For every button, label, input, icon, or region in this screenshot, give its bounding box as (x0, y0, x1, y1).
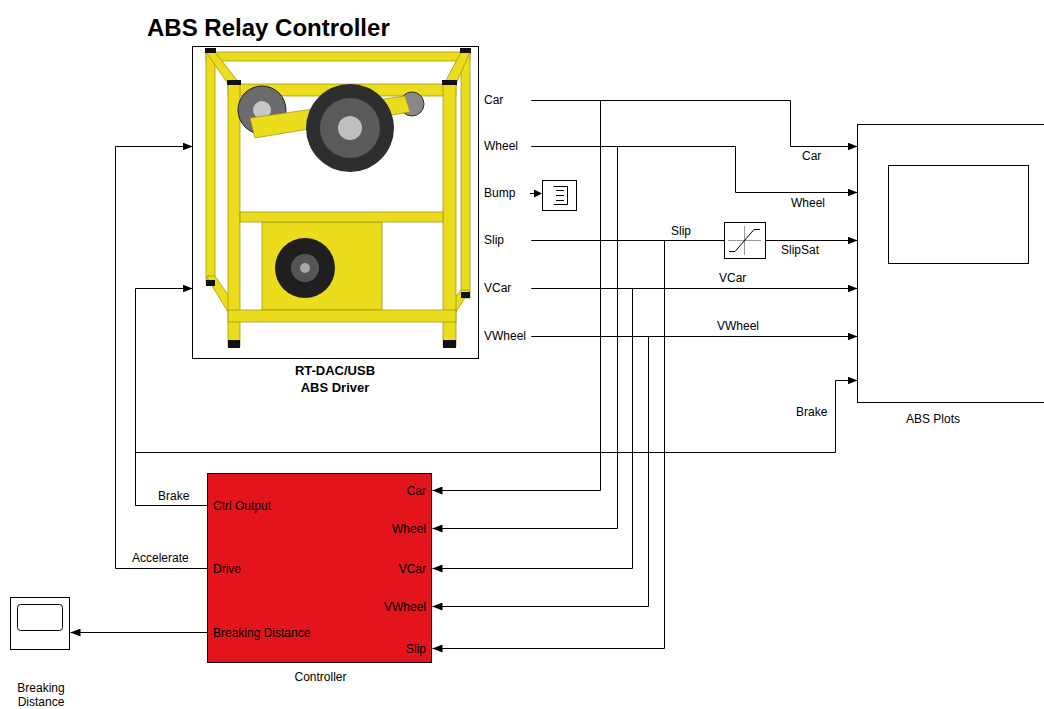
text-slot: Controller (208, 670, 433, 684)
port-label: Car (484, 93, 503, 107)
port-label: VCar (399, 562, 426, 576)
text-slot: Accelerate (131, 551, 190, 565)
text-slot: Brake (157, 489, 190, 503)
text-slot: VWheel (716, 319, 760, 333)
block-name: Breaking Distance (7, 681, 75, 709)
signal-label: Car (801, 149, 822, 163)
text-slot: Slip (670, 224, 692, 238)
signal-label: VWheel (716, 319, 760, 333)
port-label: Slip (484, 233, 504, 247)
text-slot: Car (484, 93, 503, 107)
port-label: VCar (484, 281, 511, 295)
saturation-symbol (725, 223, 766, 259)
text-slot: VCar (484, 281, 511, 295)
signal-label: Accelerate (131, 551, 190, 565)
text-slot: RT-DAC/USB ABS Driver (285, 362, 385, 396)
text-slot: Breaking Distance (213, 626, 310, 640)
signal-line (532, 147, 858, 193)
port-label: Breaking Distance (213, 626, 310, 640)
signal-line (532, 101, 858, 147)
port-label: VWheel (384, 600, 426, 614)
block-name: ABS Plots (906, 412, 960, 426)
text-slot: VWheel (384, 600, 426, 614)
signal-label: Brake (157, 489, 190, 503)
signal-label: Slip (670, 224, 692, 238)
text-slot: Wheel (790, 196, 826, 210)
block-name: RT-DAC/USB ABS Driver (285, 362, 385, 396)
text-slot: Ctrl Output (213, 499, 271, 513)
block-name: Controller (208, 670, 433, 684)
text-slot: VCar (718, 271, 747, 285)
plot-screen (889, 166, 1029, 264)
text-slot: VWheel (484, 329, 526, 343)
text-slot: Brake (795, 405, 828, 419)
scope-block: Breaking Distance (10, 597, 70, 650)
port-label: Wheel (392, 522, 426, 536)
port-label: Car (407, 484, 426, 498)
port-label: Ctrl Output (213, 499, 271, 513)
text-slot: SlipSat (780, 243, 820, 257)
port-label: Bump (484, 186, 515, 200)
text-slot: VCar (399, 562, 426, 576)
title-slot: ABS Relay Controller (147, 14, 390, 42)
text-slot: Wheel (392, 522, 426, 536)
text-slot: Car (407, 484, 426, 498)
signal-label: Wheel (790, 196, 826, 210)
text-slot: ABS Plots (906, 412, 960, 426)
scope-screen (18, 605, 63, 631)
signal-label: VCar (718, 271, 747, 285)
driver-block: CarWheelBumpSlipVCarVWheelRT-DAC/USB ABS… (192, 46, 531, 358)
controller-block: Ctrl OutputDriveBreaking Distance CarWhee… (207, 473, 432, 663)
port-label: Slip (406, 642, 426, 656)
abs-rig-picture (193, 47, 479, 359)
terminator-symbol (543, 181, 577, 211)
text-slot: Bump (484, 186, 515, 200)
text-slot: Car (801, 149, 822, 163)
text-slot: Wheel (484, 139, 518, 153)
text-slot: Slip (484, 233, 504, 247)
text-slot: Breaking Distance (7, 681, 75, 709)
port-label: Drive (213, 562, 241, 576)
text-slot: Slip (406, 642, 426, 656)
signal-label: Brake (795, 405, 828, 419)
signal-line (433, 337, 649, 607)
text-slot: Drive (213, 562, 241, 576)
scope-subsystem: ABS Plots (857, 124, 1044, 403)
signal-line (71, 632, 208, 633)
port-label: Wheel (484, 139, 518, 153)
signal-label: SlipSat (780, 243, 820, 257)
diagram-title: ABS Relay Controller (147, 14, 390, 42)
port-label: VWheel (484, 329, 526, 343)
bump-wire (530, 190, 542, 198)
